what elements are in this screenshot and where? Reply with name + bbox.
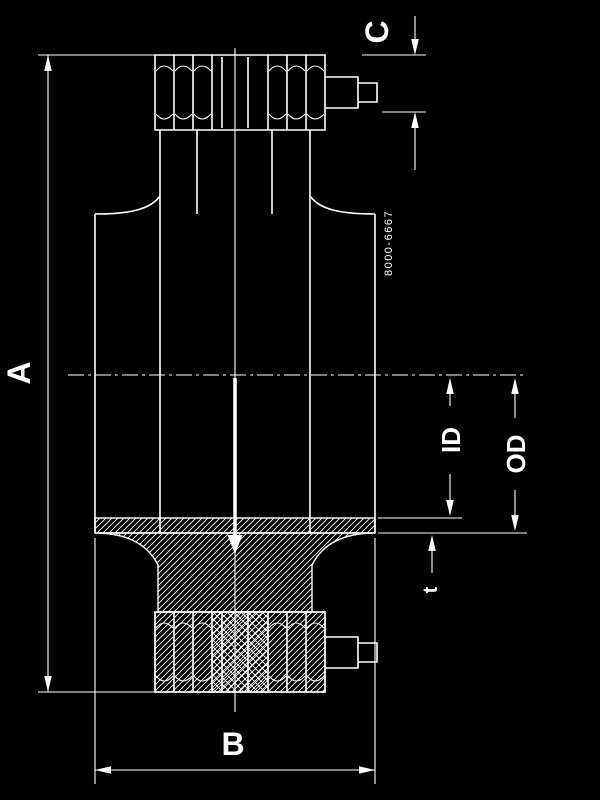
- dim-b-label: B: [221, 726, 244, 762]
- centerlines: [68, 48, 527, 712]
- dimension-labels: A C ID OD t B: [1, 20, 531, 762]
- flange-body: [94, 54, 378, 693]
- dimension-a-lines: [38, 54, 158, 693]
- dim-od-label: OD: [501, 435, 531, 474]
- dim-id-label: ID: [436, 427, 466, 453]
- id-label-backing: [438, 406, 464, 474]
- od-label-backing: [503, 418, 529, 490]
- dimension-b-lines: [94, 538, 376, 784]
- dim-c-label: C: [359, 20, 395, 43]
- bottom-center-crosshatch: [211, 611, 269, 693]
- nut-chamfer-arcs: [155, 65, 325, 682]
- dimension-c-lines: [362, 16, 426, 170]
- dim-a-label: A: [1, 361, 37, 384]
- part-number-label: 8000-6667: [383, 210, 395, 276]
- dim-t-label: t: [420, 586, 442, 593]
- flange-hub-outline: [94, 130, 376, 533]
- top-bolt-assembly: [154, 54, 378, 131]
- bottom-bolt-assembly: [154, 611, 378, 693]
- bore-arrow-head: [227, 535, 243, 554]
